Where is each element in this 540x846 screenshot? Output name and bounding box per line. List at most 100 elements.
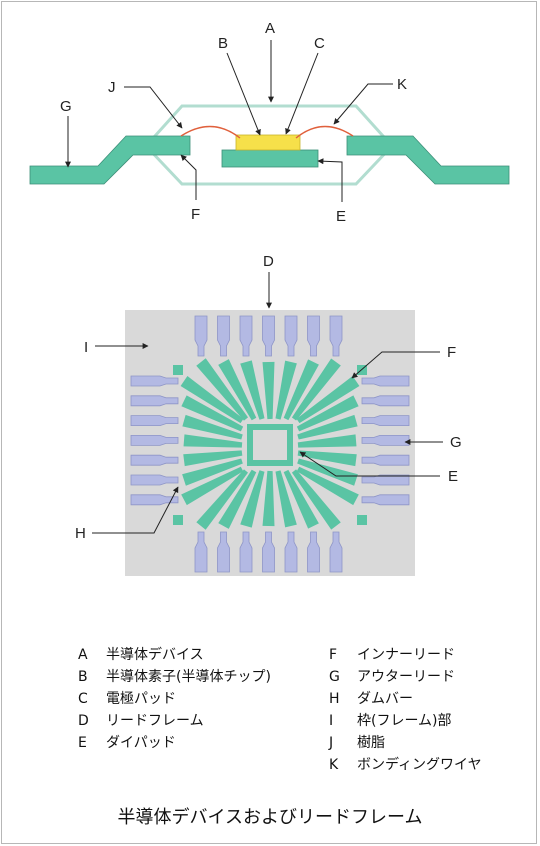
bonding-wire-left <box>180 125 241 139</box>
inner-lead-right <box>296 376 360 424</box>
inner-lead-top <box>291 358 341 421</box>
inner-lead-top <box>262 361 275 420</box>
inner-lead-bottom <box>262 470 275 527</box>
label-A: A <box>265 20 275 37</box>
legend-text: 電極パッド <box>106 691 176 707</box>
legend-text: リードフレーム <box>106 713 204 729</box>
inner-lead-bottom <box>240 470 265 528</box>
inner-lead-left <box>183 434 243 448</box>
arrow-C <box>285 52 319 135</box>
legend-key: K <box>329 757 339 773</box>
label-G-cross: G <box>60 98 72 115</box>
outer-lead-top <box>284 315 298 357</box>
outer-lead-right <box>361 454 410 466</box>
arrow-B <box>226 52 261 136</box>
cross-section: A B C J K G F E <box>29 20 510 225</box>
legend-item: G アウターリード <box>329 670 455 684</box>
arrow-H <box>92 486 179 534</box>
legend-key: C <box>78 691 88 707</box>
figure-caption: 半導体デバイスおよびリードフレーム <box>117 807 423 828</box>
legend-key: F <box>329 647 338 663</box>
label-E-cross: E <box>336 208 346 225</box>
legend-text: 樹脂 <box>357 735 385 751</box>
inner-lead-left <box>181 466 244 506</box>
lead-frame: D I F G E H <box>75 253 462 576</box>
outer-lead-left <box>130 494 179 506</box>
arrow-E-top <box>299 451 440 477</box>
outer-lead-top <box>239 315 253 357</box>
legend-key: B <box>78 669 88 685</box>
label-G-top: G <box>450 434 462 451</box>
label-E-top: E <box>448 468 458 485</box>
legend-item: C 電極パッド <box>78 692 176 706</box>
label-F-cross: F <box>191 206 200 223</box>
inner-lead-bottom <box>275 470 297 528</box>
legend-text: アウターリード <box>357 669 455 685</box>
outer-lead-bottom <box>262 531 275 573</box>
inner-lead-right <box>297 450 357 467</box>
inner-lead-left <box>181 395 244 432</box>
outer-lead-bottom <box>284 531 298 573</box>
legend-text: ダムバー <box>357 691 413 707</box>
outer-lead-left <box>130 474 179 486</box>
outer-lead-top <box>307 315 320 357</box>
dam-bar-corner <box>357 365 367 375</box>
inner-lead-bottom <box>291 469 341 530</box>
legend-text: 半導体デバイス <box>106 647 204 663</box>
dam-bar-corner <box>173 515 183 525</box>
label-K: K <box>397 76 407 93</box>
outer-lead-top <box>262 315 275 357</box>
inner-lead-right <box>297 414 358 440</box>
outer-lead-top <box>194 315 208 357</box>
outer-lead-bottom <box>239 531 253 573</box>
label-F-top: F <box>447 344 456 361</box>
arrow-F-top <box>351 351 440 379</box>
arrow-F-cross <box>180 154 197 200</box>
legend-key: G <box>329 669 340 685</box>
outer-lead-right <box>361 375 410 387</box>
inner-lead-bottom <box>218 469 257 529</box>
outer-lead-bottom <box>194 531 208 573</box>
outer-lead-top <box>329 315 343 357</box>
arrow-K <box>333 83 393 125</box>
die-pad <box>221 149 319 168</box>
label-B: B <box>218 35 228 52</box>
outer-lead-top <box>217 315 230 357</box>
inner-lead-top <box>275 360 297 420</box>
dam-bar-corner <box>173 365 183 375</box>
outer-lead-left <box>130 415 179 427</box>
outer-lead-right <box>361 415 410 427</box>
inner-lead-right <box>297 458 358 486</box>
outer-lead-left <box>130 434 179 446</box>
legend-item: J 樹脂 <box>329 736 385 750</box>
semiconductor-chip <box>235 134 301 151</box>
outer-lead-right <box>361 395 410 407</box>
inner-lead-top <box>283 359 319 421</box>
outer-lead-bottom <box>329 531 343 573</box>
legend-item: D リードフレーム <box>78 714 204 728</box>
outer-lead-right <box>361 494 410 506</box>
label-J: J <box>108 79 116 96</box>
inner-lead-bottom <box>283 469 319 529</box>
legend-key: J <box>329 735 334 751</box>
bonding-wire-right <box>295 125 354 139</box>
arrow-E-cross <box>317 158 343 202</box>
inner-lead-top <box>218 359 257 421</box>
inner-lead-right <box>296 395 359 432</box>
left-lead <box>29 135 191 185</box>
inner-lead-top <box>196 358 249 421</box>
outer-leads <box>130 315 410 573</box>
legend-text: ダイパッド <box>106 735 176 751</box>
inner-lead-bottom <box>196 469 249 530</box>
inner-lead-right <box>296 466 359 506</box>
legend-key: D <box>78 713 89 729</box>
outer-lead-left <box>130 395 179 407</box>
